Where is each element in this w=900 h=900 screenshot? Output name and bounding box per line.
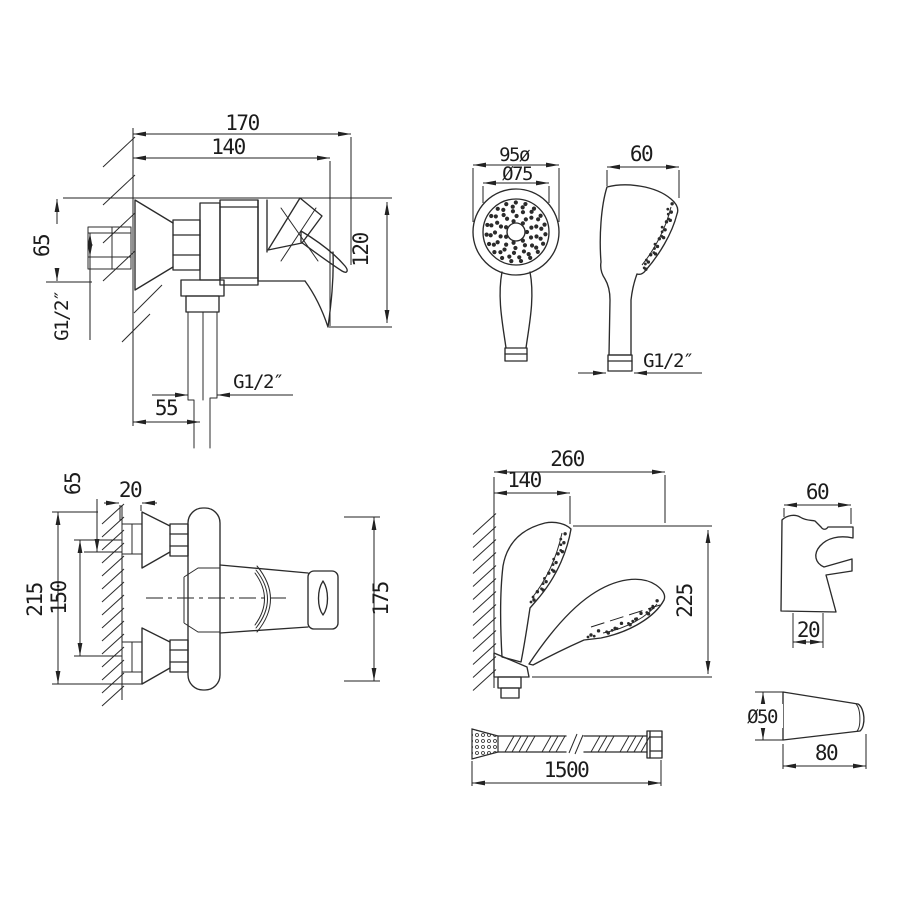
spray-nozzle-dots <box>484 200 548 264</box>
dim-inlet-offset: 65 <box>61 473 85 495</box>
side-outline <box>599 184 679 356</box>
hose-texture <box>504 735 651 753</box>
wall-hatching <box>101 503 125 707</box>
mixer-side-view: 170 140 65 G1/2″ 120 55 G1/2″ <box>30 111 392 449</box>
tilt-axis <box>590 604 661 628</box>
handle <box>499 271 533 362</box>
dim-reach-head: 140 <box>507 468 541 492</box>
lever-handle <box>267 197 348 328</box>
dim-total-height: 215 <box>23 583 47 616</box>
dim-inlet-height: 65 <box>30 235 54 257</box>
dim-face: Ø75 <box>502 163 532 185</box>
dim-height: 225 <box>673 584 697 617</box>
side-nut <box>607 354 633 372</box>
head-outline <box>472 188 560 276</box>
dim-body-width: 140 <box>211 135 245 159</box>
hose-body <box>497 735 648 753</box>
valve-body <box>199 199 306 286</box>
dim-hose-length: 1500 <box>544 758 589 782</box>
dim-tab-width: 20 <box>797 618 820 642</box>
dim-total-width: 170 <box>225 111 259 135</box>
holder-outline <box>780 514 854 613</box>
dim-thread: G1/2″ <box>643 350 693 372</box>
tilted-face-dots <box>586 599 659 639</box>
spray-face <box>482 198 550 266</box>
hose-conical-nut <box>471 728 499 760</box>
knob-outline <box>782 691 865 741</box>
knob-view: Ø50 80 <box>741 691 867 769</box>
dim-head-outer: 95ø <box>499 144 530 166</box>
dim-length: 80 <box>815 741 838 765</box>
dim-diameter: Ø50 <box>747 706 778 728</box>
dim-depth: 60 <box>630 142 653 166</box>
wall-hatching <box>472 513 497 691</box>
mixer-body <box>187 507 221 691</box>
upright-face-dots <box>529 532 567 604</box>
hose-end-nut <box>646 730 663 759</box>
wall-bracket <box>493 652 530 699</box>
handle-front <box>219 564 339 634</box>
hose-view: 1500 <box>471 728 663 786</box>
dim-body-height: 120 <box>349 232 373 266</box>
mixer-front-view: 215 150 65 20 175 <box>23 473 393 707</box>
cartridge-face <box>183 567 220 633</box>
holder-side-view: 60 20 <box>780 480 854 648</box>
dim-width: 60 <box>806 480 829 504</box>
inlet-stubs <box>121 523 143 673</box>
hand-shower-side-view: 60 G1/2″ <box>578 142 702 376</box>
hand-shower-front-view: 95ø Ø75 <box>472 144 560 362</box>
center-cap <box>506 222 526 242</box>
dim-outlet-thread: G1/2″ <box>233 371 283 393</box>
wall-holder-view: 260 140 225 <box>472 447 712 699</box>
dim-port-spacing: 150 <box>47 580 71 614</box>
handshower-upright <box>499 521 572 663</box>
dim-reach-total: 260 <box>550 447 584 471</box>
escutcheon-cone <box>134 199 201 291</box>
dim-outlet-offset: 55 <box>155 396 177 420</box>
dim-plate-depth: 20 <box>119 478 142 502</box>
hose-break <box>568 733 584 755</box>
wall-inlet-fitting <box>87 226 132 270</box>
dim-inlet-thread: G1/2″ <box>51 291 73 341</box>
dim-body-height: 175 <box>369 582 393 615</box>
shower-outlet-pipe <box>180 279 225 449</box>
wall-hatching <box>102 136 163 343</box>
side-face-dots <box>642 202 674 271</box>
handshower-tilted <box>528 578 666 666</box>
